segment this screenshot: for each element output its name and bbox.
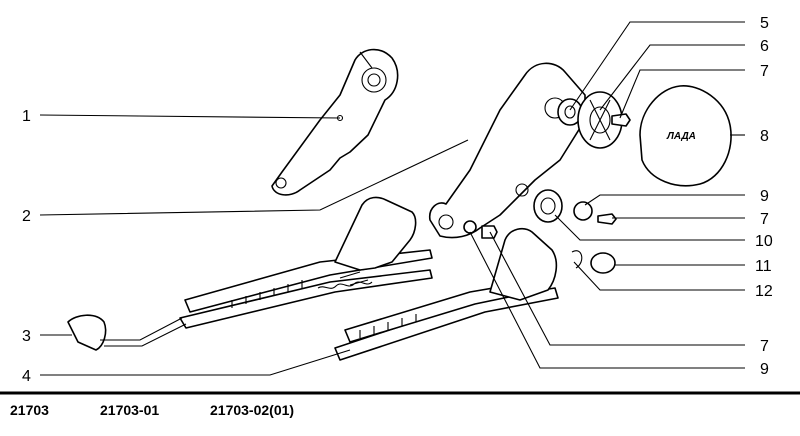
callout-4: 4: [22, 368, 31, 385]
callout-10: 10: [755, 233, 773, 250]
hub-disc: [577, 91, 623, 149]
callout-5: 5: [760, 15, 769, 32]
footer-model-3: 21703-02(01): [210, 402, 294, 418]
leader-lines: [39, 21, 745, 376]
hub-screw: [611, 113, 631, 127]
knob-logo: ЛАДА: [666, 131, 696, 142]
callout-7b: 7: [760, 211, 769, 228]
callout-12: 12: [755, 283, 773, 300]
recliner-hardware: ЛАДА: [557, 85, 732, 187]
callout-2: 2: [22, 208, 31, 225]
callout-7c: 7: [760, 338, 769, 355]
footer-model-1: 21703: [10, 402, 49, 418]
seat-rail-assembly: [67, 196, 559, 361]
callout-7a: 7: [760, 63, 769, 80]
recliner-cover-plate: [271, 48, 399, 196]
callout-1: 1: [22, 108, 31, 125]
callout-numbers: 1 2 3 4 5 6 7 8 9 7 10 11 12 7 9: [22, 15, 773, 385]
callout-9b: 9: [760, 361, 769, 378]
footer: 21703 21703-01 21703-02(01): [0, 391, 800, 418]
callout-3: 3: [22, 328, 31, 345]
recliner-arm: [428, 62, 586, 239]
callout-11: 11: [755, 258, 772, 275]
adjuster-knob: ЛАДА: [639, 85, 732, 187]
callout-6: 6: [760, 38, 769, 55]
callout-9a: 9: [760, 188, 769, 205]
callout-8: 8: [760, 128, 769, 145]
lower-hardware: [463, 189, 617, 274]
footer-model-2: 21703-01: [100, 402, 159, 418]
